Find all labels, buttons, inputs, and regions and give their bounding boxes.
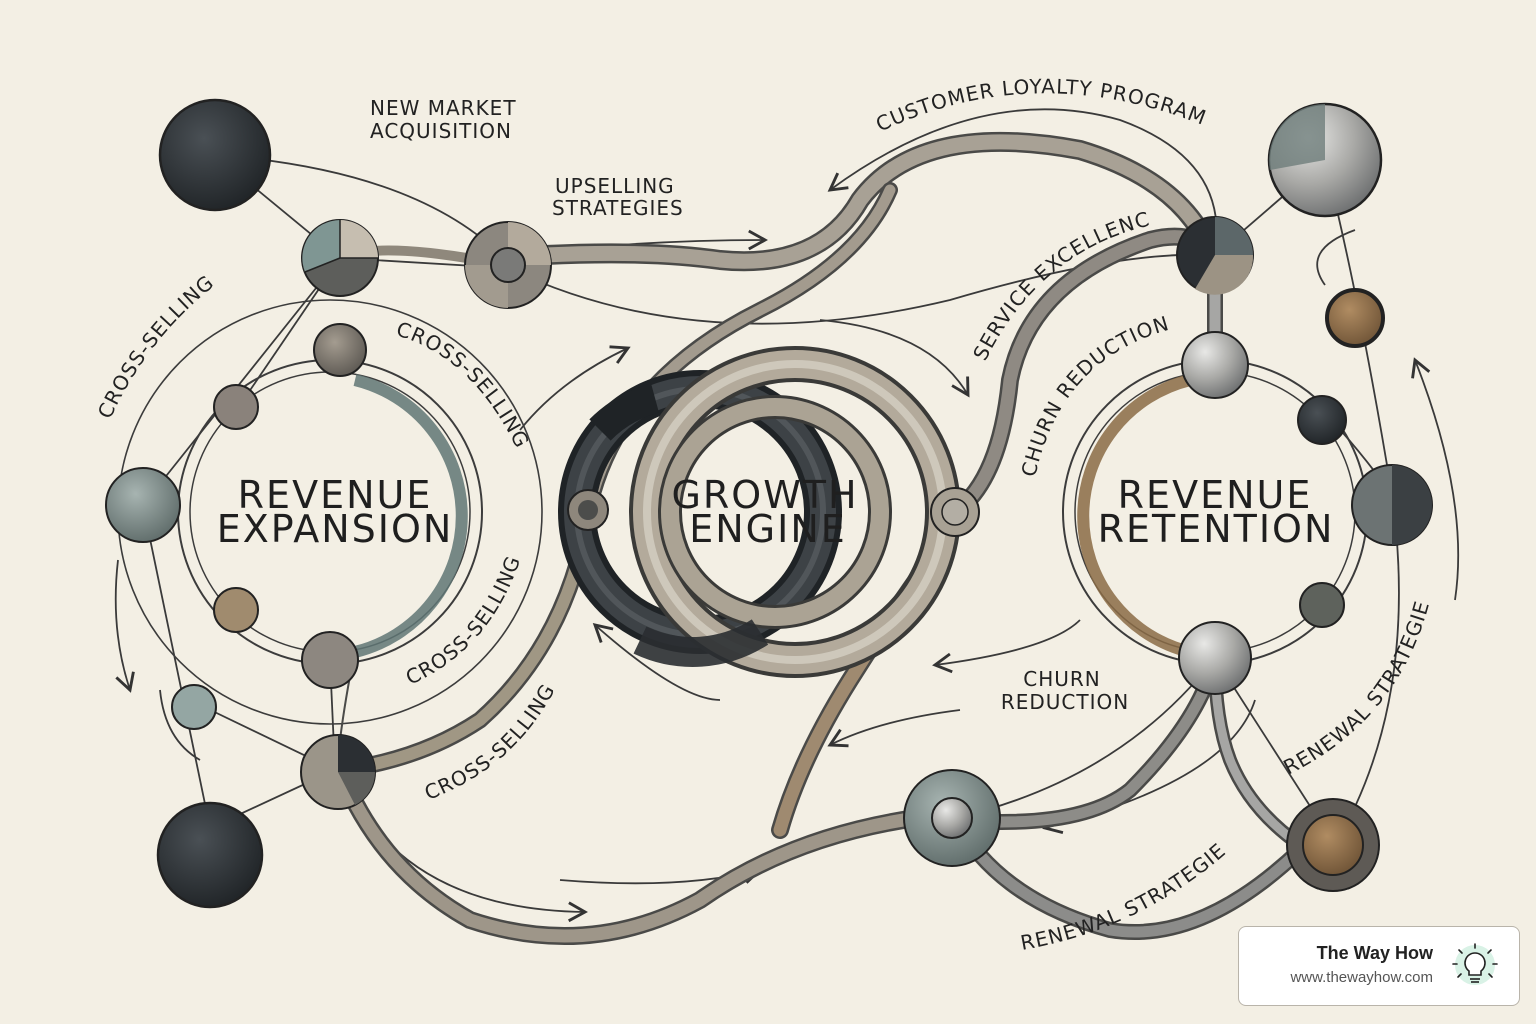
node-steel-right-b bbox=[1178, 621, 1252, 695]
lightbulb-icon bbox=[1452, 943, 1498, 985]
label-cross-selling-outer-left: CROSS-SELLING bbox=[93, 270, 219, 422]
right-hub-title-line1: REVENUE bbox=[1118, 473, 1313, 517]
node-dark-top-left bbox=[158, 98, 272, 212]
node-pie-left-top bbox=[301, 219, 379, 297]
label-cross-selling-inner-top: CROSS-SELLING bbox=[394, 317, 535, 452]
node-ring-right-bottom bbox=[903, 769, 1001, 867]
node-pie-left-bottom bbox=[300, 734, 376, 810]
node-bronze-right-a bbox=[1325, 288, 1385, 348]
left-hub-title-line1: REVENUE bbox=[238, 473, 433, 517]
node-small-left-c bbox=[213, 587, 259, 633]
center-hub-title-line1: GROWTH bbox=[671, 473, 858, 517]
nodes bbox=[105, 98, 1433, 909]
node-slate-left bbox=[105, 467, 181, 543]
node-bronze-bottom-right bbox=[1286, 798, 1380, 892]
node-ring-upselling bbox=[464, 221, 552, 309]
node-center-right bbox=[930, 487, 980, 537]
node-small-left-a bbox=[313, 323, 367, 377]
brand-name: The Way How bbox=[1316, 943, 1433, 963]
node-steel-right-a bbox=[1181, 331, 1249, 399]
label-new-market-line1: NEW MARKET bbox=[370, 96, 517, 120]
node-small-left-b bbox=[213, 384, 259, 430]
left-hub-title-line2: EXPANSION bbox=[217, 507, 454, 551]
right-hub-title-line2: RETENTION bbox=[1098, 507, 1335, 551]
node-slate-small-left bbox=[171, 684, 217, 730]
label-churn-line1: CHURN bbox=[1023, 667, 1101, 691]
growth-engine-rings bbox=[558, 346, 961, 678]
label-upselling-line1: UPSELLING bbox=[555, 174, 675, 198]
label-churn-line2: REDUCTION bbox=[1001, 690, 1129, 714]
node-center-left bbox=[567, 489, 609, 531]
node-small-left-d bbox=[301, 631, 359, 689]
node-dark-right-small bbox=[1297, 395, 1347, 445]
node-olive-right-small bbox=[1299, 582, 1345, 628]
label-new-market-line2: ACQUISITION bbox=[370, 119, 512, 143]
node-dark-bottom-left bbox=[156, 801, 264, 909]
center-hub-title-line2: ENGINE bbox=[689, 507, 847, 551]
brand-badge[interactable]: The Way How www.thewayhow.com bbox=[1238, 926, 1520, 1006]
node-pie-right-top bbox=[1176, 216, 1254, 295]
brand-url[interactable]: www.thewayhow.com bbox=[1290, 969, 1433, 986]
label-upselling-line2: STRATEGIES bbox=[552, 196, 684, 220]
